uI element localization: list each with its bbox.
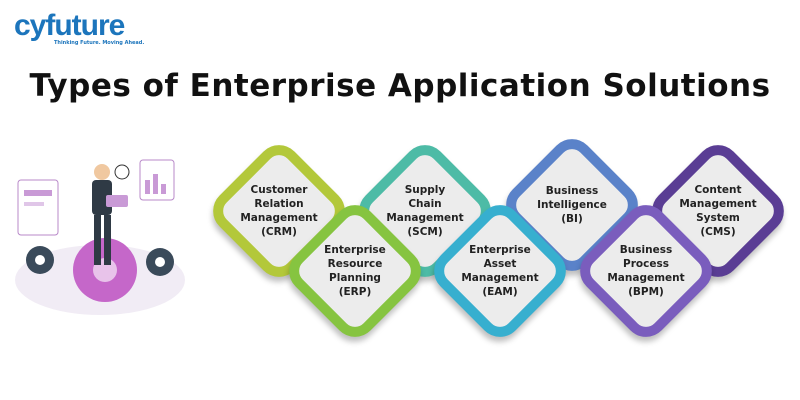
solution-bi: Business Intelligence (BI) xyxy=(497,130,647,280)
solution-eam: Enterprise Asset Management (EAM) xyxy=(425,196,575,346)
label-scm: Supply Chain Management (SCM) xyxy=(386,184,464,238)
logo-tagline: Thinking Future. Moving Ahead. xyxy=(54,40,145,46)
solution-erp: Enterprise Resource Planning (ERP) xyxy=(280,196,430,346)
solution-crm: Customer Relation Management (CRM) xyxy=(204,136,354,286)
label-bpm: Business Process Management (BPM) xyxy=(607,244,685,298)
solution-bpm: Business Process Management (BPM) xyxy=(571,196,721,346)
business-person-illustration xyxy=(15,159,185,315)
label-eam: Enterprise Asset Management (EAM) xyxy=(461,244,539,298)
solution-cms: Content Management System (CMS) xyxy=(643,136,793,286)
label-crm: Customer Relation Management (CRM) xyxy=(240,184,318,238)
solution-scm: Supply Chain Management (SCM) xyxy=(350,136,500,286)
cyfuture-logo[interactable]: cyfuture Thinking Future. Moving Ahead. xyxy=(14,9,145,47)
label-cms: Content Management System (CMS) xyxy=(679,184,757,238)
page-title: Types of Enterprise Application Solution… xyxy=(29,68,771,104)
logo-name: cyfuture xyxy=(14,9,125,42)
label-erp: Enterprise Resource Planning (ERP) xyxy=(324,244,386,298)
label-bi: Business Intelligence (BI) xyxy=(537,185,607,225)
